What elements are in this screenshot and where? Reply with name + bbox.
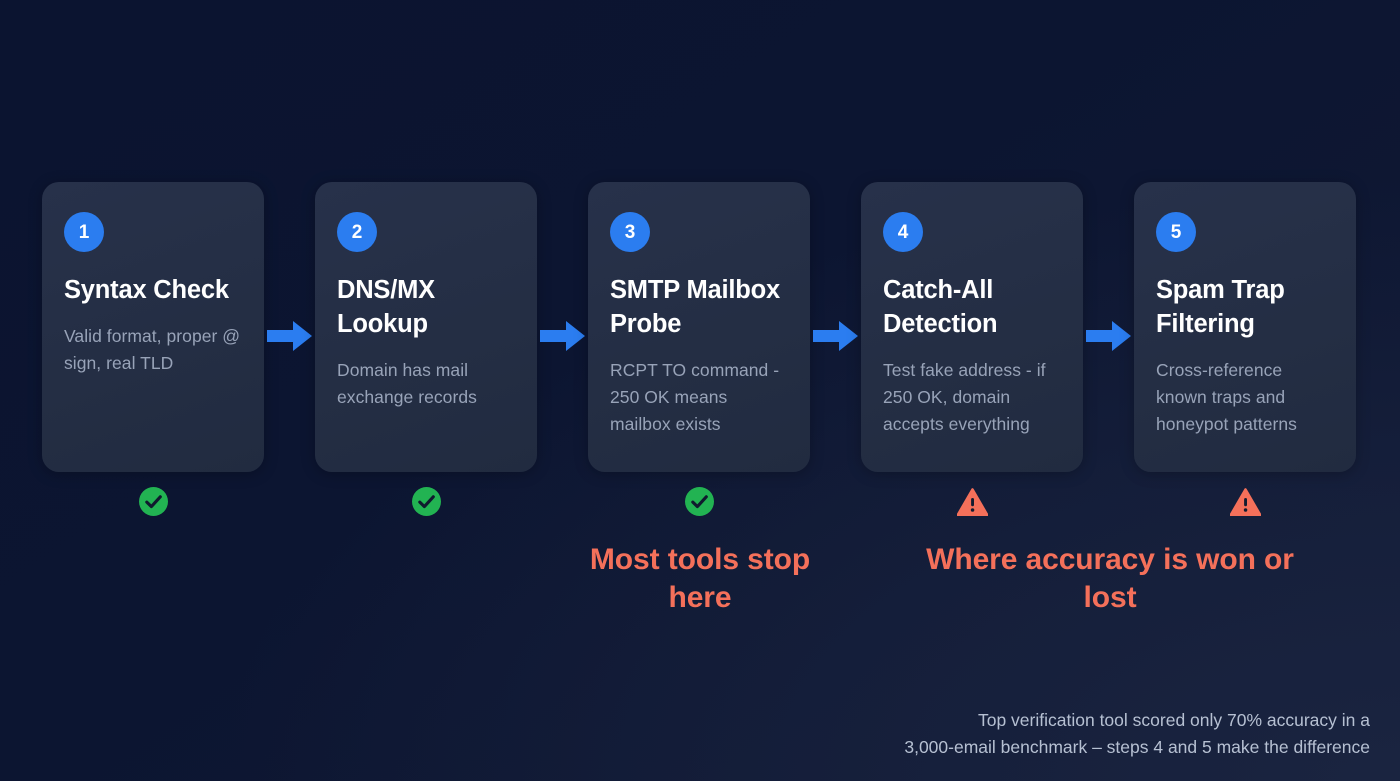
arrow-right-icon	[1083, 320, 1134, 352]
step-description: Domain has mail exchange records	[337, 359, 477, 407]
step-card-smtp-mailbox-probe[interactable]: 3 SMTP Mailbox Probe RCPT TO command - 2…	[588, 182, 810, 472]
check-circle-icon	[138, 487, 168, 521]
step-status-row	[42, 487, 1357, 521]
step-card-spam-trap-filtering[interactable]: 5 Spam Trap Filtering Cross-reference kn…	[1134, 182, 1356, 472]
status-spacer	[810, 488, 861, 520]
pipeline-step-2: 2 DNS/MX Lookup Domain has mail exchange…	[315, 182, 588, 472]
pipeline-step-1: 1 Syntax Check Valid format, proper @ si…	[42, 182, 315, 472]
status-slot-3	[588, 487, 810, 521]
callout-where-accuracy-is-won-or-lost: Where accuracy is won or lost	[926, 543, 1294, 615]
step-number-badge: 5	[1156, 212, 1196, 252]
step-number-badge: 2	[337, 212, 377, 252]
step-title: Catch-All Detection	[883, 276, 998, 338]
warning-triangle-icon	[1229, 487, 1261, 521]
status-spacer	[537, 488, 588, 520]
step-number-badge: 1	[64, 212, 104, 252]
step-title: Syntax Check	[64, 276, 229, 304]
step-number-badge: 3	[610, 212, 650, 252]
step-description: Valid format, proper @ sign, real TLD	[64, 325, 241, 374]
footnote-line-1: Top verification tool scored only 70% ac…	[977, 709, 1370, 730]
verification-pipeline: 1 Syntax Check Valid format, proper @ si…	[42, 182, 1357, 472]
status-spacer	[1083, 488, 1134, 520]
step-title: Spam Trap Filtering	[1156, 276, 1285, 338]
pipeline-step-5: 5 Spam Trap Filtering Cross-reference kn…	[1134, 182, 1356, 472]
status-slot-2	[315, 487, 537, 521]
callout-most-tools-stop-here: Most tools stop here	[589, 543, 811, 615]
warning-triangle-icon	[956, 487, 988, 521]
check-circle-icon	[411, 487, 441, 521]
pipeline-step-4: 4 Catch-All Detection Test fake address …	[861, 182, 1134, 472]
step-description: RCPT TO command - 250 OK means mailbox e…	[610, 359, 780, 435]
step-card-dns-mx-lookup[interactable]: 2 DNS/MX Lookup Domain has mail exchange…	[315, 182, 537, 472]
arrow-right-icon	[810, 320, 861, 352]
status-spacer	[264, 488, 315, 520]
status-slot-4	[861, 487, 1083, 521]
arrow-right-icon	[264, 320, 315, 352]
check-circle-icon	[684, 487, 714, 521]
status-slot-5	[1134, 487, 1356, 521]
status-slot-1	[42, 487, 264, 521]
arrow-right-icon	[537, 320, 588, 352]
step-title: SMTP Mailbox Probe	[610, 276, 780, 338]
step-description: Cross-reference known traps and honeypot…	[1156, 359, 1297, 435]
step-number-badge: 4	[883, 212, 923, 252]
step-card-syntax-check[interactable]: 1 Syntax Check Valid format, proper @ si…	[42, 182, 264, 472]
step-card-catch-all-detection[interactable]: 4 Catch-All Detection Test fake address …	[861, 182, 1083, 472]
footnote-line-2: 3,000-email benchmark – steps 4 and 5 ma…	[904, 736, 1370, 757]
footnote: Top verification tool scored only 70% ac…	[730, 707, 1370, 761]
step-title: DNS/MX Lookup	[337, 276, 435, 338]
pipeline-step-3: 3 SMTP Mailbox Probe RCPT TO command - 2…	[588, 182, 861, 472]
step-description: Test fake address - if 250 OK, domain ac…	[883, 359, 1046, 435]
